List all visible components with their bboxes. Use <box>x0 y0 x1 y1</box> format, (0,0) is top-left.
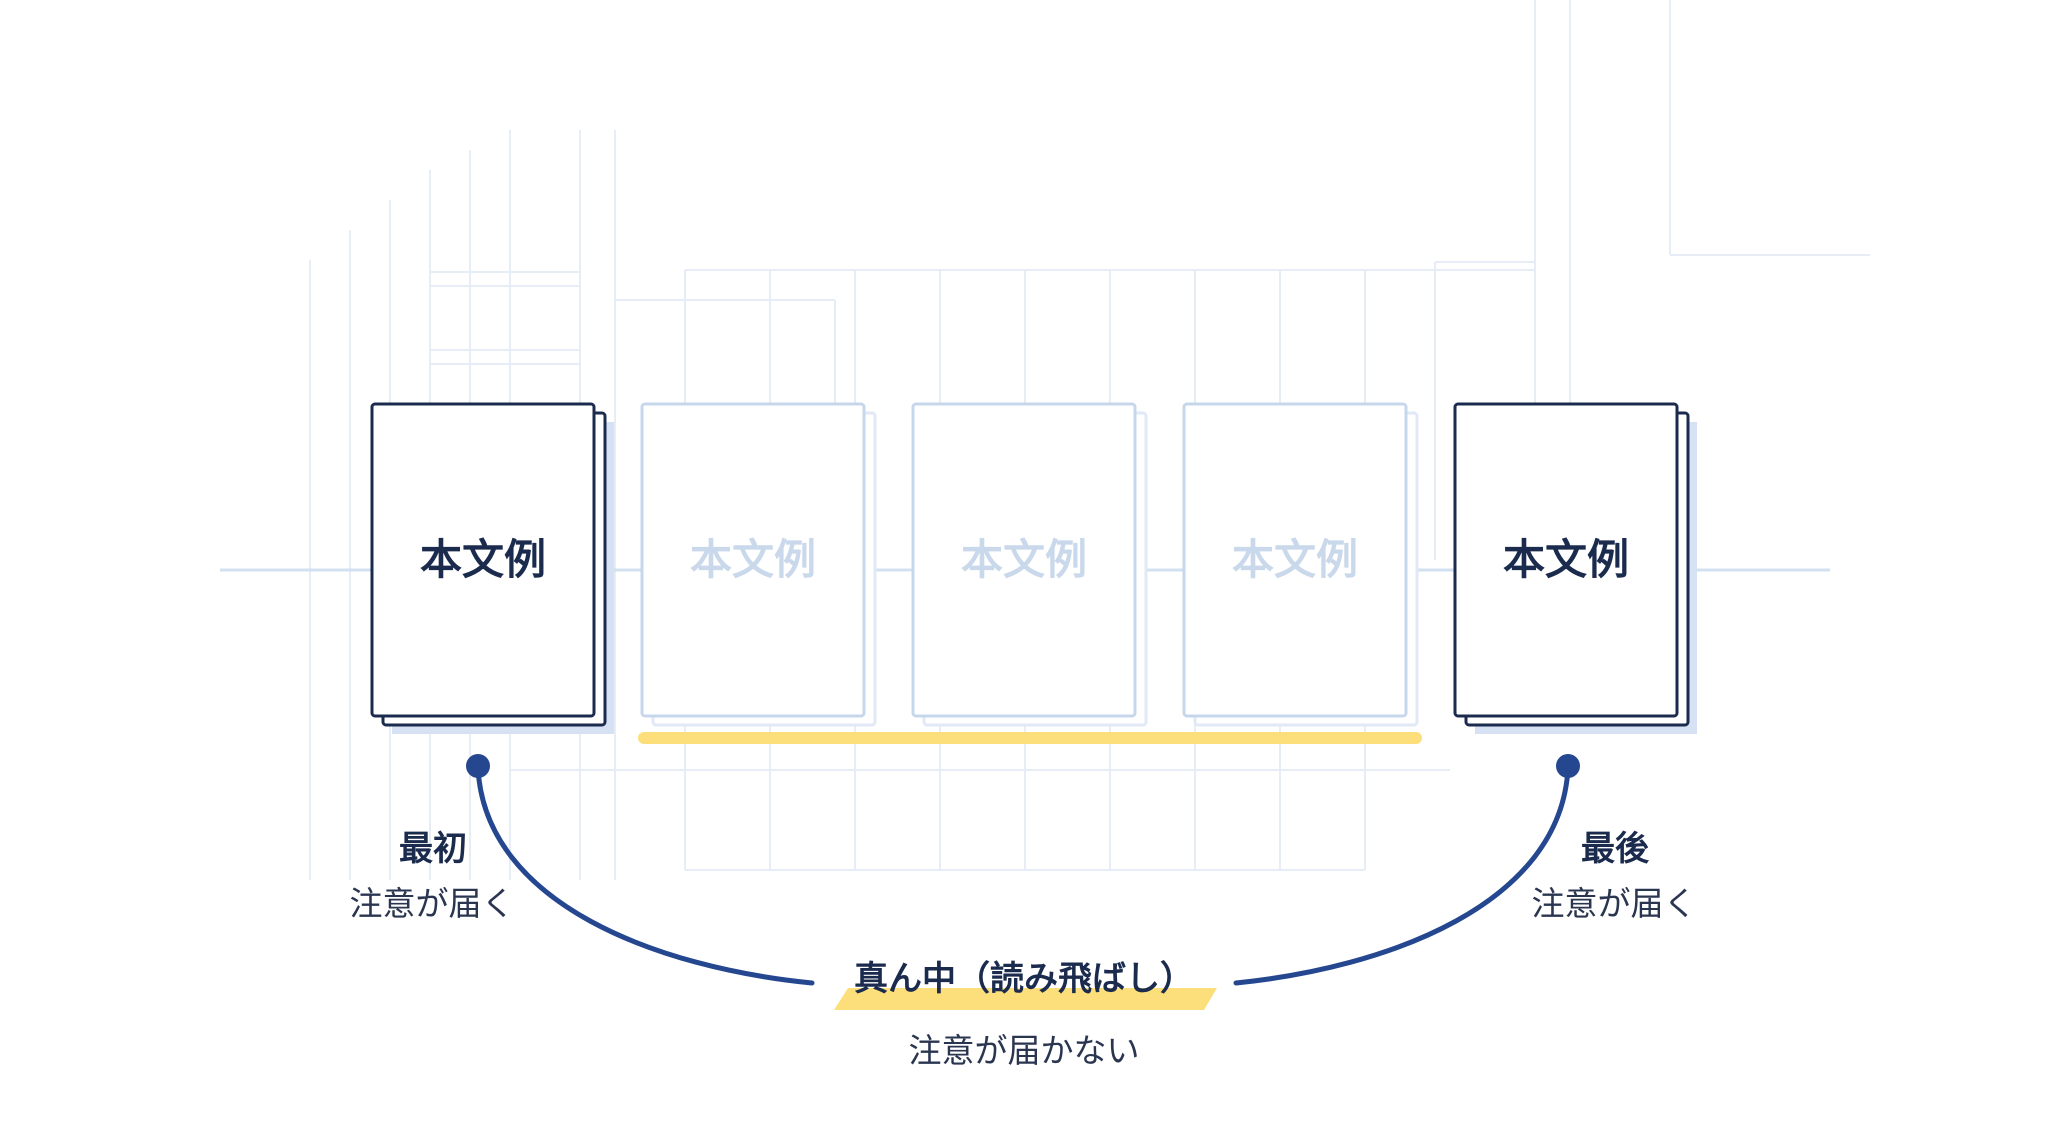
page-card-label: 本文例 <box>1232 535 1358 584</box>
middle-title-highlight <box>834 988 1217 1010</box>
page-card-sheet <box>1453 402 1679 718</box>
page-card-label: 本文例 <box>961 535 1087 584</box>
page-card-label: 本文例 <box>690 535 816 584</box>
first-title: 最初 <box>399 829 467 869</box>
middle-pages-highlight <box>638 732 1422 744</box>
first-subtitle: 注意が届く <box>350 884 515 923</box>
page-card-4: 本文例 <box>1182 402 1419 727</box>
last-title: 最後 <box>1581 829 1650 869</box>
page-card-1: 本文例 <box>370 402 614 734</box>
last-page-marker-dot <box>1556 754 1580 778</box>
page-card-5: 本文例 <box>1453 402 1697 734</box>
middle-title: 真ん中（読み飛ばし） <box>854 959 1194 999</box>
page-card-sheet <box>911 402 1137 718</box>
page-card-sheet <box>640 402 866 718</box>
last-subtitle: 注意が届く <box>1532 884 1697 923</box>
right-attention-curve <box>1233 765 1571 986</box>
page-card-2: 本文例 <box>640 402 877 727</box>
page-card-sheet <box>370 402 596 718</box>
page-card-label: 本文例 <box>1503 535 1629 584</box>
page-card-3: 本文例 <box>911 402 1148 727</box>
middle-subtitle: 注意が届かない <box>909 1031 1140 1070</box>
first-page-marker-dot <box>466 754 490 778</box>
page-card-label: 本文例 <box>420 535 546 584</box>
page-card-sheet <box>1182 402 1408 718</box>
left-attention-curve <box>475 765 815 986</box>
